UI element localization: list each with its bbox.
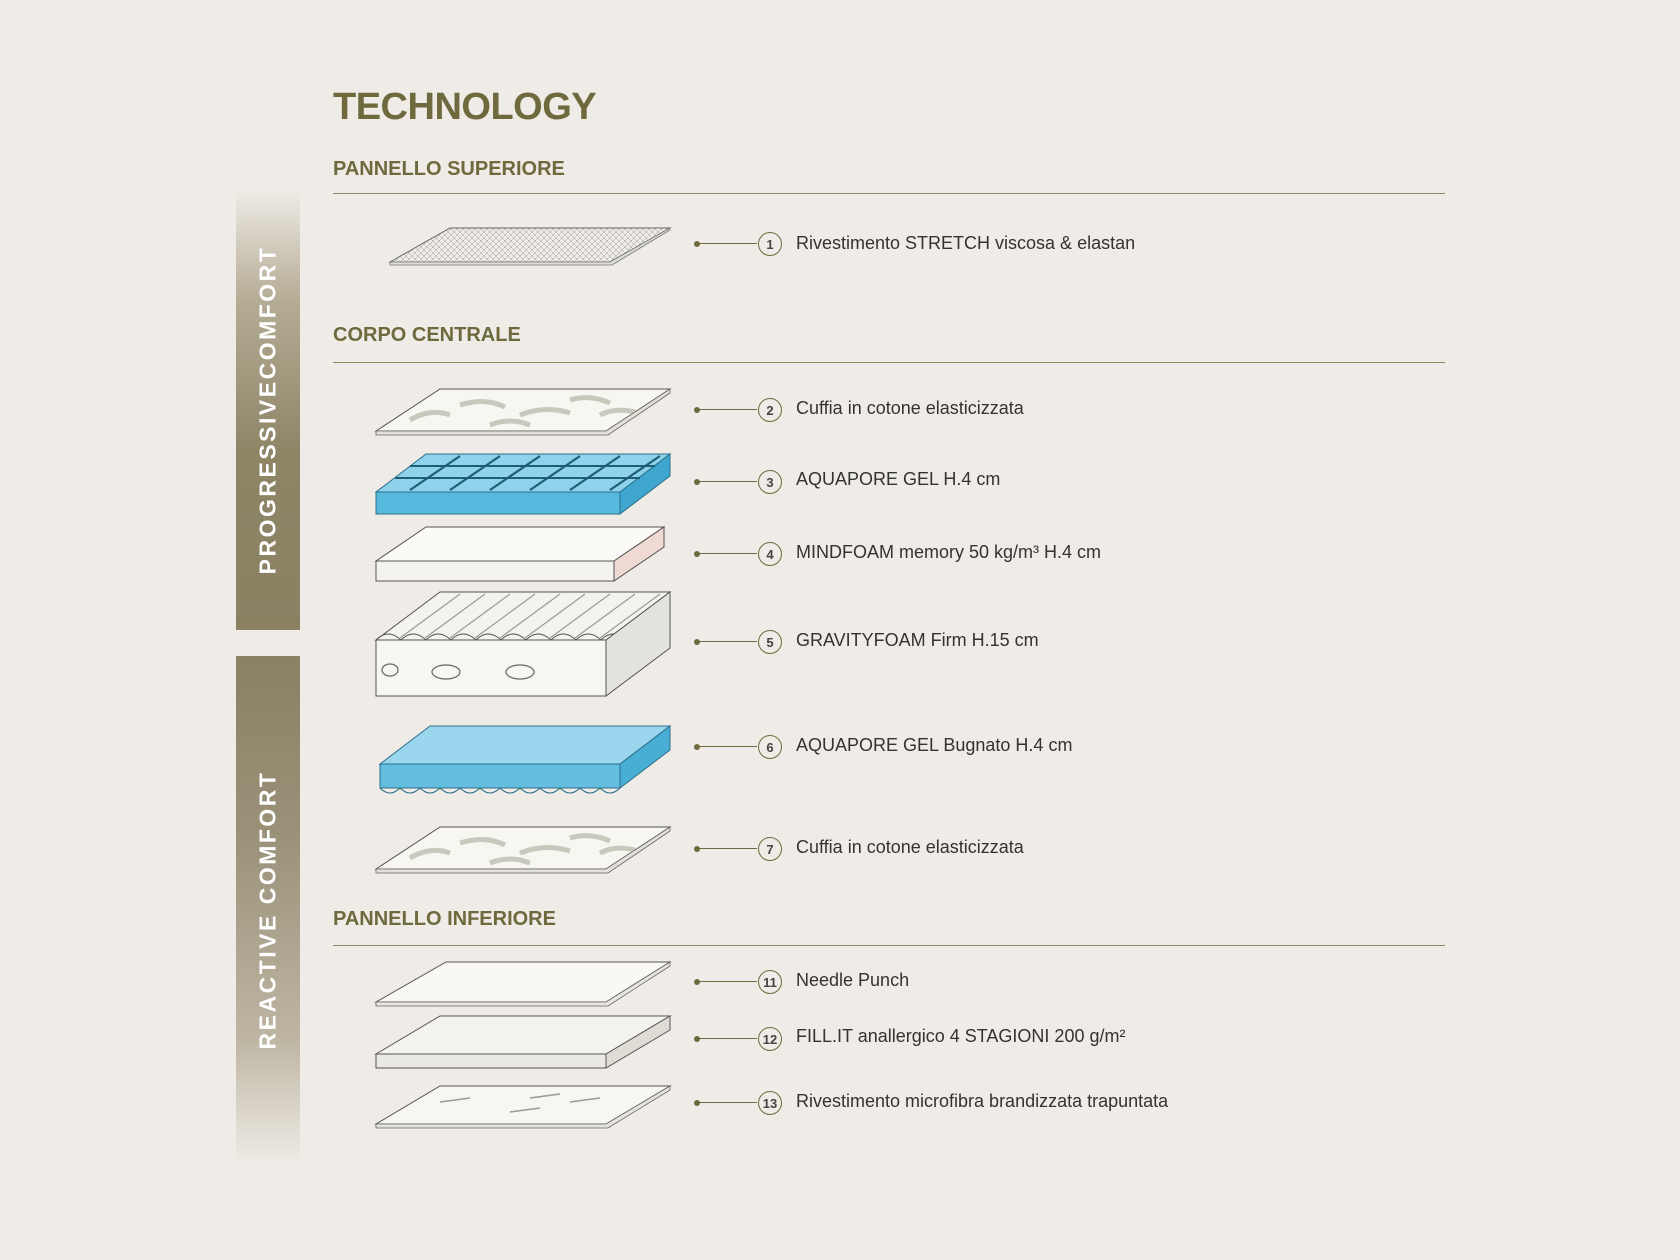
section-divider-top bbox=[333, 193, 1445, 194]
layer-row-3 bbox=[370, 450, 1470, 518]
layer-row-11 bbox=[370, 958, 1470, 1010]
layer-row-5 bbox=[370, 588, 1470, 700]
layer-number-badge: 3 bbox=[758, 470, 782, 494]
callout-line bbox=[697, 848, 757, 849]
layer-row-7 bbox=[370, 823, 1470, 878]
fill-it-illustration bbox=[374, 1015, 672, 1069]
layer-number-badge: 13 bbox=[758, 1091, 782, 1115]
layer-label: AQUAPORE GEL Bugnato H.4 cm bbox=[796, 735, 1073, 755]
gravityfoam-illustration bbox=[374, 591, 672, 697]
layer-row-12 bbox=[370, 1012, 1470, 1072]
layer-number-badge: 5 bbox=[758, 630, 782, 654]
callout-dot bbox=[694, 479, 700, 485]
layer-number-badge: 12 bbox=[758, 1027, 782, 1051]
layer-label: Rivestimento STRETCH viscosa & elastan bbox=[796, 233, 1136, 253]
layer-row-13 bbox=[370, 1082, 1470, 1134]
callout-dot bbox=[694, 1036, 700, 1042]
layer-label: AQUAPORE GEL H.4 cm bbox=[796, 469, 1001, 489]
callout-line bbox=[697, 243, 757, 244]
layer-label: Rivestimento microfibra brandizzata trap… bbox=[796, 1091, 1169, 1111]
layer-number-badge: 2 bbox=[758, 398, 782, 422]
layer-label: Cuffia in cotone elasticizzata bbox=[796, 398, 1024, 418]
cotton-cover-illustration-bottom bbox=[374, 826, 672, 874]
layer-row-1 bbox=[370, 220, 1470, 270]
callout-dot bbox=[694, 744, 700, 750]
layer-label: GRAVITYFOAM Firm H.15 cm bbox=[796, 630, 1039, 650]
layer-label: Needle Punch bbox=[796, 970, 910, 990]
aquapore-bugnato-illustration bbox=[378, 724, 672, 794]
stretch-cover-illustration bbox=[388, 227, 672, 266]
progressive-comfort-band: PROGRESSIVECOMFORT bbox=[236, 190, 300, 630]
callout-dot bbox=[694, 979, 700, 985]
layer-number-badge: 7 bbox=[758, 837, 782, 861]
callout-dot bbox=[694, 551, 700, 557]
callout-dot bbox=[694, 846, 700, 852]
section-title-bottom: PANNELLO INFERIORE bbox=[333, 908, 556, 930]
layer-label: FILL.IT anallergico 4 STAGIONI 200 g/m² bbox=[796, 1026, 1126, 1046]
aquapore-gel-illustration bbox=[374, 452, 672, 516]
layer-label: Cuffia in cotone elasticizzata bbox=[796, 837, 1024, 857]
reactive-comfort-band: REACTIVE COMFORT bbox=[236, 656, 300, 1164]
cotton-cover-illustration bbox=[374, 388, 672, 436]
layer-number-badge: 11 bbox=[758, 970, 782, 994]
layer-number-badge: 6 bbox=[758, 735, 782, 759]
layer-label: MINDFOAM memory 50 kg/m³ H.4 cm bbox=[796, 542, 1102, 562]
reactive-comfort-label: REACTIVE COMFORT bbox=[254, 770, 281, 1050]
section-divider-bottom bbox=[333, 945, 1445, 946]
callout-dot bbox=[694, 407, 700, 413]
layer-number-badge: 4 bbox=[758, 542, 782, 566]
page-title: TECHNOLOGY bbox=[333, 86, 597, 128]
section-title-top: PANNELLO SUPERIORE bbox=[333, 158, 565, 180]
callout-line bbox=[697, 981, 757, 982]
callout-line bbox=[697, 1102, 757, 1103]
callout-line bbox=[697, 481, 757, 482]
layer-row-2 bbox=[370, 385, 1470, 440]
section-divider-middle bbox=[333, 362, 1445, 363]
progressive-comfort-label: PROGRESSIVECOMFORT bbox=[254, 245, 281, 575]
callout-line bbox=[697, 409, 757, 410]
layer-number-badge: 1 bbox=[758, 232, 782, 256]
callout-line bbox=[697, 641, 757, 642]
microfibra-illustration bbox=[374, 1085, 672, 1129]
mindfoam-illustration bbox=[374, 526, 666, 582]
callout-line bbox=[697, 553, 757, 554]
layer-row-4 bbox=[370, 525, 1470, 585]
section-title-middle: CORPO CENTRALE bbox=[333, 324, 521, 346]
layer-row-6 bbox=[370, 722, 1470, 800]
needle-punch-illustration bbox=[374, 961, 672, 1007]
callout-line bbox=[697, 1038, 757, 1039]
callout-dot bbox=[694, 1100, 700, 1106]
callout-dot bbox=[694, 241, 700, 247]
callout-dot bbox=[694, 639, 700, 645]
callout-line bbox=[697, 746, 757, 747]
